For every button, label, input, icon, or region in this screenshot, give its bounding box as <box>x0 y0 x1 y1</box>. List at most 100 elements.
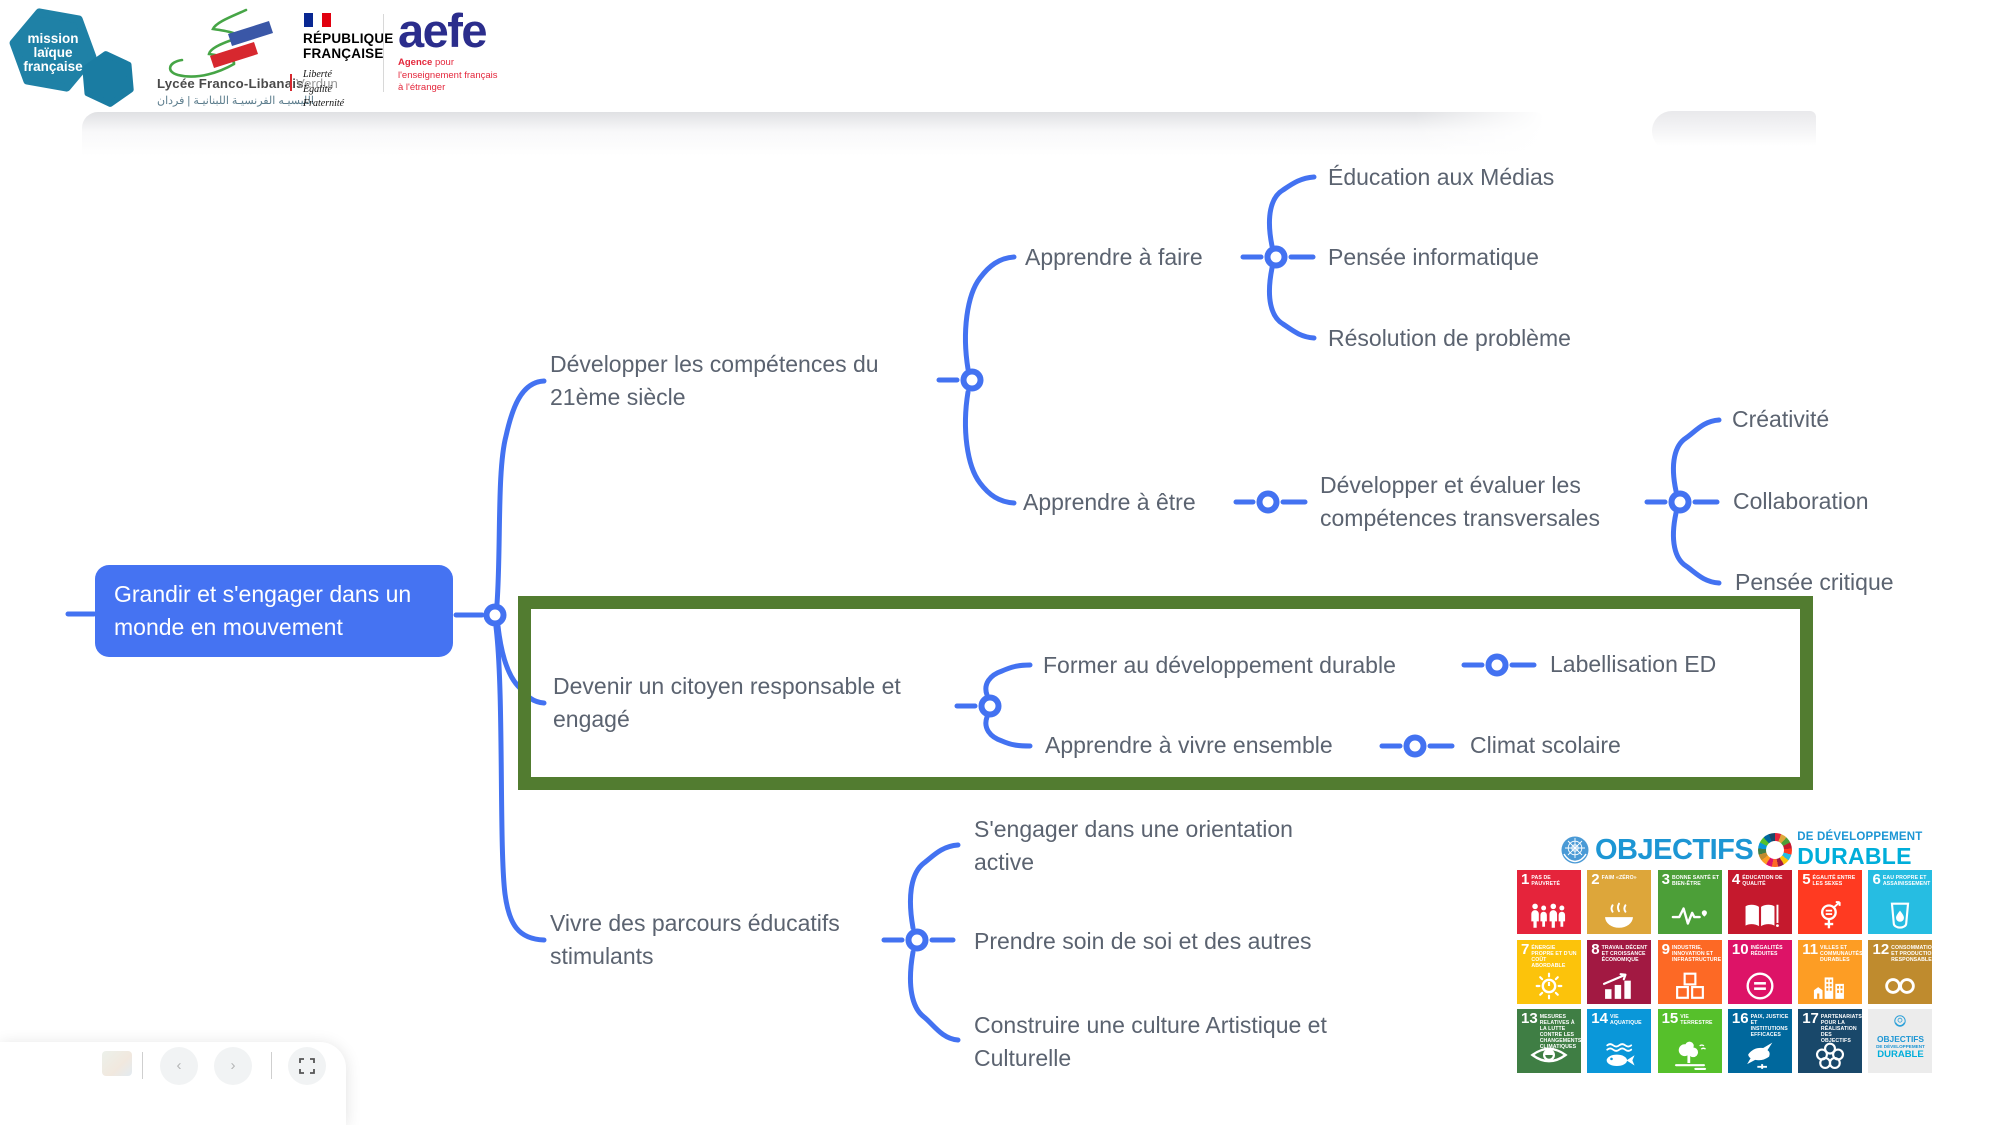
node-label-line: Culturelle <box>974 1045 1072 1071</box>
republique-line2: FRANÇAISE <box>303 46 384 61</box>
connector-to-pensee-critique <box>1670 510 1722 586</box>
branch-toggle-transversales[interactable] <box>1668 490 1692 514</box>
branch-toggle-competences[interactable] <box>960 368 984 392</box>
canvas-top-shadow <box>82 112 1544 156</box>
node-label-line: Éducation aux Médias <box>1328 164 1555 190</box>
node-label-line: stimulants <box>550 943 654 969</box>
branch-toggle-citoyen[interactable] <box>978 694 1002 718</box>
node-label-line: Apprendre à être <box>1023 489 1196 515</box>
node-label-line: Développer les compétences du <box>550 351 879 377</box>
sdg-heartbeat-icon <box>1670 901 1710 931</box>
branch-toggle-root[interactable] <box>483 603 507 627</box>
connector-hub-to-branch2 <box>495 623 547 706</box>
highlight-frame <box>518 596 1813 790</box>
previous-page-button[interactable]: ‹ <box>160 1047 198 1085</box>
aefe-tagline-line1: Agence pour <box>398 57 498 70</box>
mindmap-node-parcours[interactable]: Vivre des parcours éducatifs stimulants <box>550 907 840 973</box>
sdg-bowl-icon <box>1599 901 1639 931</box>
connector-to-orientation <box>908 842 961 931</box>
sdg-logo-tile-durable: DURABLE <box>1877 1049 1924 1061</box>
un-emblem-icon <box>1561 836 1589 864</box>
mlf-text-line1: mission <box>27 31 78 46</box>
canvas-top-shadow-right <box>1652 111 1816 151</box>
branch-toggle-former[interactable] <box>1485 653 1509 677</box>
mindmap-node-vivre-ensemble[interactable]: Apprendre à vivre ensemble <box>1045 729 1333 762</box>
sdg-water-icon <box>1880 901 1920 931</box>
connector-to-apprendre-faire <box>962 254 1017 372</box>
aefe-tagline-bold: Agence <box>398 57 433 68</box>
sdg-rings-icon <box>1810 1040 1850 1070</box>
node-label-line: S'engager dans une orientation <box>974 816 1293 842</box>
mindmap-node-climat-scolaire[interactable]: Climat scolaire <box>1470 729 1621 762</box>
aefe-wordmark: aefe <box>398 4 488 57</box>
connector-to-resolution <box>1267 265 1317 341</box>
blue-ribbon <box>228 21 273 46</box>
mindmap-node-competences-21e[interactable]: Développer les compétences du 21ème sièc… <box>550 348 879 414</box>
node-label-line: Construire une culture Artistique et <box>974 1012 1327 1038</box>
sdg-book-icon <box>1740 901 1780 931</box>
mindmap-node-orientation[interactable]: S'engager dans une orientation active <box>974 813 1293 879</box>
sdg-fish-icon <box>1599 1040 1639 1070</box>
mindmap-node-former-dd[interactable]: Former au développement durable <box>1043 649 1396 682</box>
node-label-line: active <box>974 849 1035 875</box>
mindmap-root-node[interactable]: Grandir et s'engager dans un monde en mo… <box>95 565 453 657</box>
mindmap-node-apprendre-faire[interactable]: Apprendre à faire <box>1025 241 1203 274</box>
sdg-infinity-icon <box>1880 971 1920 1001</box>
node-label-line: Pensée informatique <box>1328 244 1539 270</box>
sdg-banner-de-developpement: DE DÉVELOPPEMENT <box>1797 831 1923 844</box>
branch-toggle-etre[interactable] <box>1256 490 1280 514</box>
node-label-line: engagé <box>553 706 630 732</box>
connector-to-vivre-ensemble <box>983 714 1033 749</box>
node-label-line: 21ème siècle <box>550 384 686 410</box>
branch-toggle-parcours[interactable] <box>905 928 929 952</box>
mindmap-node-collaboration[interactable]: Collaboration <box>1733 485 1869 518</box>
sdg-dove-icon <box>1740 1040 1780 1070</box>
sdg-cubes-icon <box>1670 971 1710 1001</box>
node-label-line: Résolution de problème <box>1328 325 1571 351</box>
sdg-logo-tile-dd: DE DÉVELOPPEMENT <box>1876 1044 1925 1050</box>
root-label-line: monde en mouvement <box>114 614 343 640</box>
mindmap-node-prendre-soin[interactable]: Prendre soin de soi et des autres <box>974 925 1312 958</box>
mlf-text-line2: laïque <box>33 45 73 60</box>
mindmap-node-construire-culture[interactable]: Construire une culture Artistique et Cul… <box>974 1009 1327 1075</box>
mindmap-node-resolution-probleme[interactable]: Résolution de problème <box>1328 322 1571 355</box>
next-page-button[interactable]: › <box>214 1047 252 1085</box>
mindmap-node-citoyen[interactable]: Devenir un citoyen responsable et engagé <box>553 670 901 736</box>
sdg-equality-icon <box>1740 971 1780 1001</box>
node-label-line: Prendre soin de soi et des autres <box>974 928 1312 954</box>
mindmap-node-apprendre-etre[interactable]: Apprendre à être <box>1023 486 1196 519</box>
branch-toggle-vivre[interactable] <box>1403 734 1427 758</box>
devise-liberte: Liberté <box>303 69 332 80</box>
connector-hub-to-branch3 <box>493 624 547 943</box>
sdg-logo-tile-objectifs: OBJECTIFS <box>1876 1034 1924 1045</box>
aefe-tagline: Agence pour l'enseignement français à l'… <box>398 57 498 95</box>
mindmap-node-pensee-informatique[interactable]: Pensée informatique <box>1328 241 1539 274</box>
sdg-banner-objectifs: OBJECTIFS <box>1595 833 1754 866</box>
node-label-line: Labellisation ED <box>1550 651 1717 677</box>
mindmap-node-education-medias[interactable]: Éducation aux Médias <box>1328 161 1554 194</box>
branch-toggle-faire[interactable] <box>1264 245 1288 269</box>
mindmap-node-creativite[interactable]: Créativité <box>1732 403 1829 436</box>
mindmap-node-labellisation-ed[interactable]: Labellisation ED <box>1550 648 1716 681</box>
connector-to-construire <box>908 949 961 1043</box>
minimap-thumbnail[interactable] <box>102 1051 132 1076</box>
toolbar-divider <box>142 1052 143 1079</box>
fullscreen-button[interactable] <box>288 1047 326 1085</box>
mlf-text-line3: française <box>23 59 83 74</box>
toolbar-divider <box>271 1052 272 1079</box>
sdg-banner: OBJECTIFS DE DÉVELOPPEMENT DURABLE <box>1560 830 1923 870</box>
sdg-growth-icon <box>1599 971 1639 1001</box>
mindmap-node-pensee-critique[interactable]: Pensée critique <box>1735 566 1894 599</box>
mindmap-node-competences-transversales[interactable]: Développer et évaluer les compétences tr… <box>1320 469 1600 535</box>
aefe-tagline-line2: l'enseignement français <box>398 69 498 81</box>
